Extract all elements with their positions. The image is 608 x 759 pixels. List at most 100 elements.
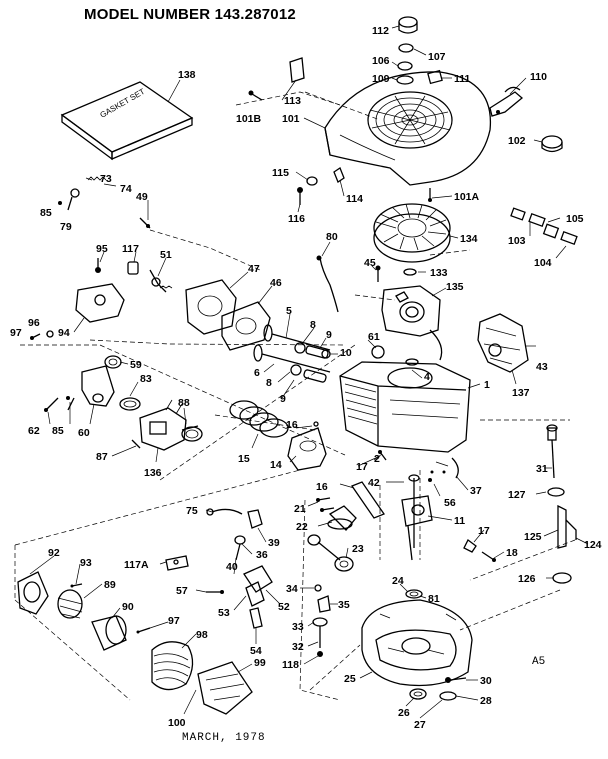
gasket-46 (221, 301, 271, 351)
callout-labels: 112 107 106 109 111 110 138 113 101B 101… (10, 25, 602, 731)
callout-26: 26 (398, 707, 410, 719)
crankshaft (401, 474, 433, 561)
callout-75: 75 (186, 505, 198, 517)
bracket-110 (489, 86, 524, 117)
callout-138: 138 (178, 69, 196, 81)
callout-97b: 97 (168, 615, 180, 627)
callout-10: 10 (340, 347, 352, 359)
callout-99: 99 (254, 657, 266, 669)
callout-54: 54 (250, 645, 262, 657)
callout-137: 137 (512, 387, 530, 399)
air-cleaner-assembly (17, 571, 253, 715)
blower-housing (324, 71, 492, 186)
assembly-guide-lines (14, 91, 576, 701)
wire-75 (206, 508, 263, 529)
piston-rings (229, 400, 289, 438)
callout-74: 74 (120, 183, 132, 195)
callout-73: 73 (100, 173, 112, 185)
callout-79: 79 (60, 221, 72, 233)
callout-36: 36 (256, 549, 268, 561)
callout-9a: 9 (326, 329, 332, 341)
parts-103-104-105 (510, 207, 578, 245)
callout-5: 5 (286, 305, 292, 317)
callout-24: 24 (392, 575, 404, 587)
leader-lines (29, 25, 589, 719)
gasket-set-text: GASKET SET (99, 87, 147, 120)
callout-14: 14 (270, 459, 282, 471)
callout-133: 133 (430, 267, 448, 279)
callout-56: 56 (444, 497, 456, 509)
callout-46: 46 (270, 277, 282, 289)
callout-32: 32 (292, 641, 304, 653)
throttle-parts (58, 176, 151, 229)
callout-39: 39 (268, 537, 280, 549)
callout-93: 93 (80, 557, 92, 569)
parts-36-40-117a (165, 535, 246, 571)
callout-102: 102 (508, 135, 526, 147)
parts-45-133 (375, 265, 417, 282)
callout-109: 109 (372, 73, 390, 85)
callout-53: 53 (218, 607, 230, 619)
callout-83: 83 (140, 373, 152, 385)
callout-90: 90 (122, 601, 134, 613)
callout-21: 21 (294, 503, 306, 515)
governor-gear (312, 584, 331, 657)
callout-60: 60 (78, 427, 90, 439)
diagram-date: MARCH, 1978 (182, 732, 266, 744)
callout-107: 107 (428, 51, 446, 63)
air-vane-137 (477, 313, 529, 373)
screw-95 (95, 258, 101, 273)
callout-23: 23 (352, 543, 364, 555)
diagram-code: A5 (532, 656, 546, 668)
cylinder-block (339, 358, 471, 453)
callout-134: 134 (460, 233, 478, 245)
callout-118: 118 (282, 659, 299, 671)
callout-87: 87 (96, 451, 108, 463)
callout-95: 95 (96, 243, 108, 255)
crankcase-cover (361, 599, 473, 687)
callout-125: 125 (524, 531, 542, 543)
callout-98: 98 (196, 629, 208, 641)
callout-6: 6 (254, 367, 260, 379)
callout-62: 62 (28, 425, 40, 437)
callout-80: 80 (326, 231, 338, 243)
callout-47: 47 (248, 263, 260, 275)
callout-111: 111 (454, 73, 471, 85)
callout-27: 27 (414, 719, 426, 731)
part-113-plate (289, 57, 305, 83)
carb-adapter-parts (44, 355, 141, 412)
callout-31: 31 (536, 463, 548, 475)
callout-103: 103 (508, 235, 526, 247)
callout-97: 97 (10, 327, 22, 339)
callout-85a: 85 (40, 207, 52, 219)
grommet-102 (541, 135, 563, 153)
callout-124: 124 (584, 539, 602, 551)
callout-92: 92 (48, 547, 60, 559)
callout-4: 4 (424, 371, 430, 383)
callout-116: 116 (288, 213, 305, 225)
callout-112: 112 (372, 25, 389, 37)
callout-51: 51 (160, 249, 172, 261)
ignition-module (381, 285, 443, 361)
callout-18: 18 (506, 547, 518, 559)
callout-106: 106 (372, 55, 390, 67)
callout-61: 61 (368, 331, 380, 343)
callout-34: 34 (286, 583, 298, 595)
callout-88: 88 (178, 397, 190, 409)
callout-16a: 16 (286, 419, 298, 431)
callout-113: 113 (284, 95, 301, 107)
screw-101b (248, 90, 263, 101)
callout-117a: 117A (124, 559, 149, 571)
valve-train (253, 324, 385, 383)
callout-114: 114 (346, 193, 363, 205)
flywheel (373, 203, 451, 263)
callout-17a: 17 (356, 461, 368, 473)
callout-127: 127 (508, 489, 526, 501)
callout-43: 43 (536, 361, 548, 373)
callout-1: 1 (484, 379, 490, 391)
callout-2: 2 (374, 453, 380, 465)
callout-94: 94 (58, 327, 70, 339)
callout-9b: 9 (280, 393, 286, 405)
parts-24-81 (405, 589, 423, 599)
callout-49: 49 (136, 191, 148, 203)
